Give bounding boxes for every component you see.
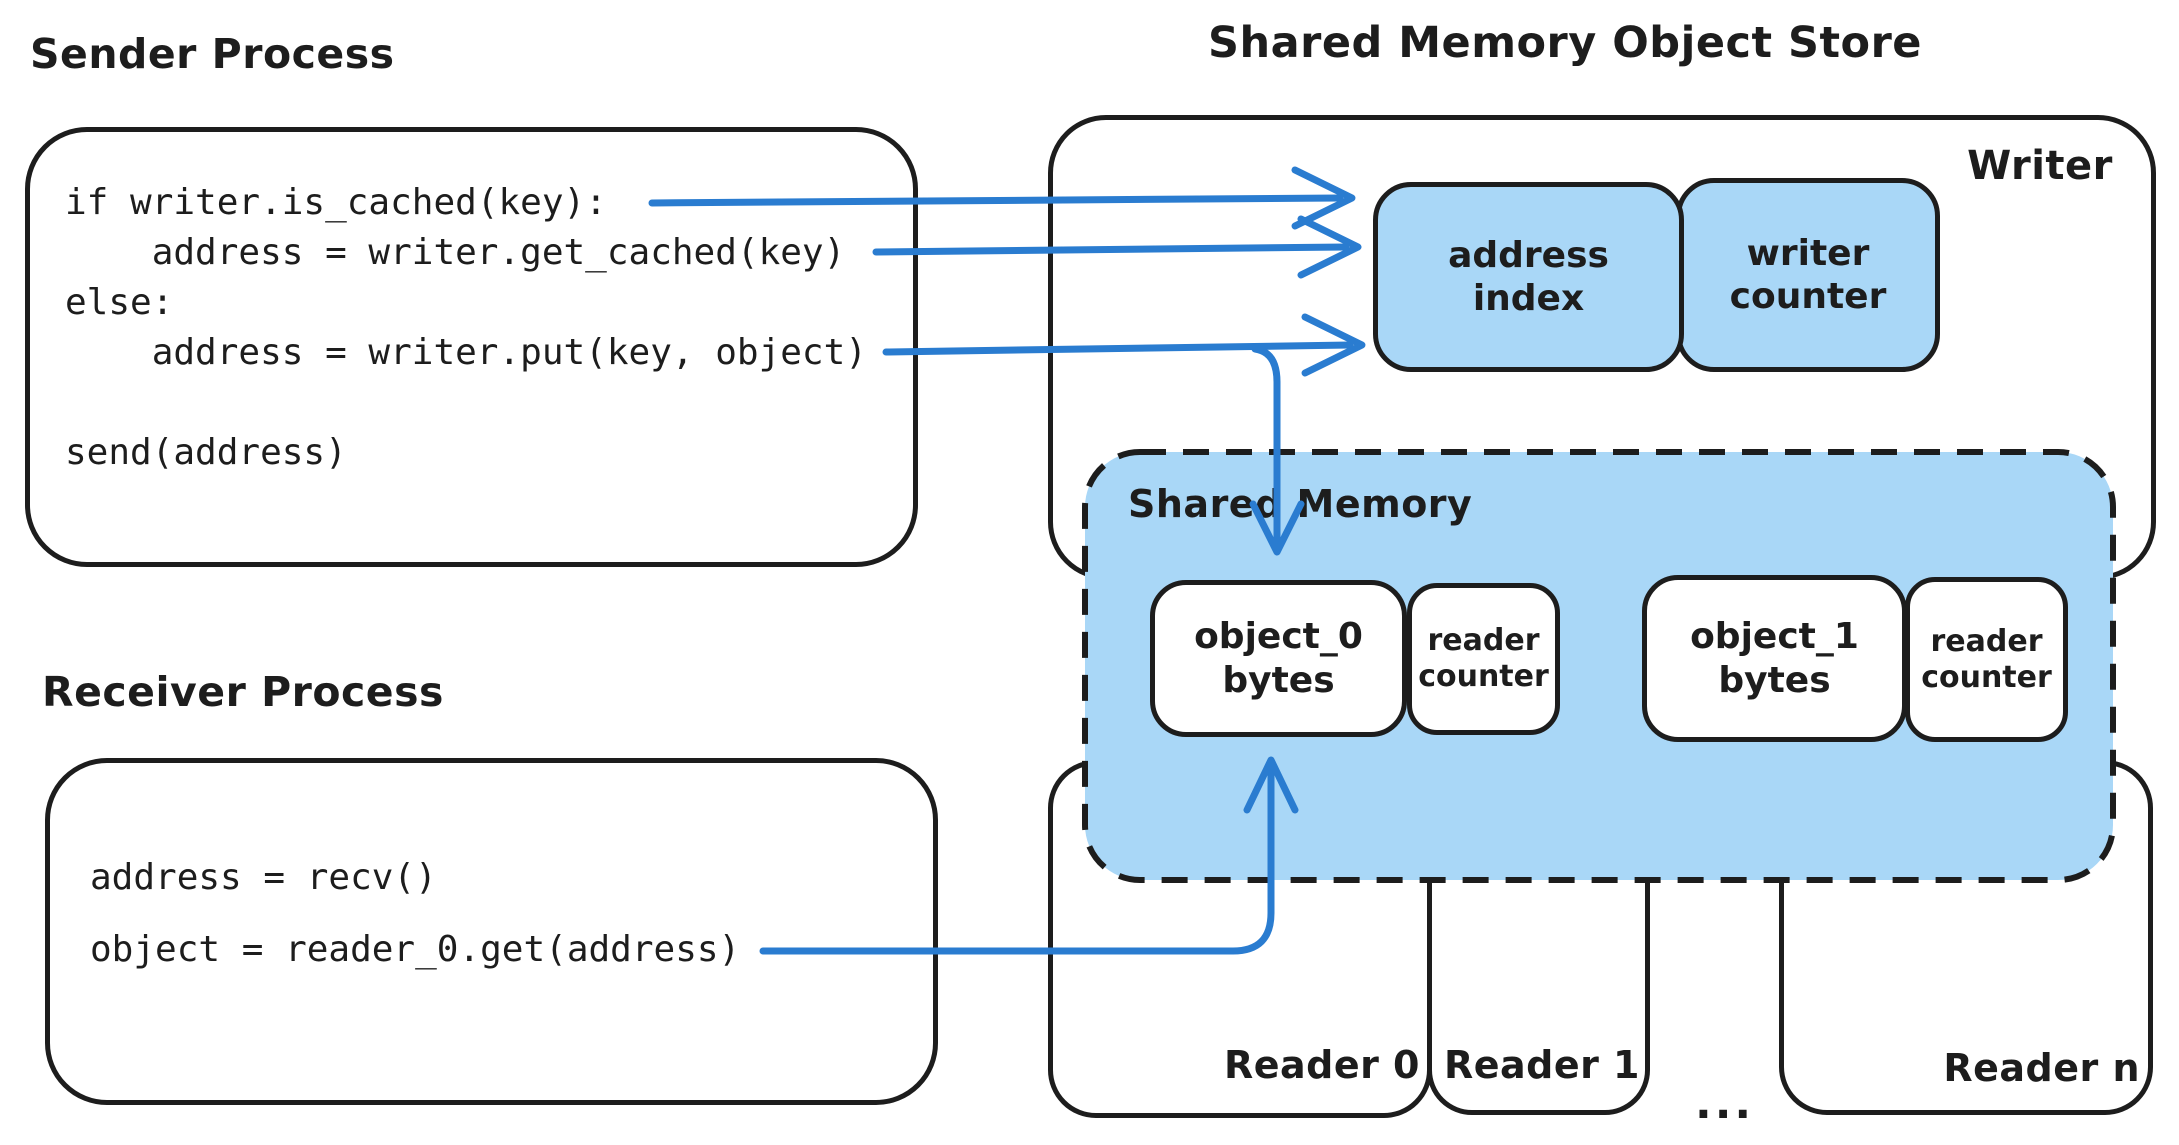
reader-counter-1-cell: reader counter <box>1905 577 2068 742</box>
reader-counter-1-line2: counter <box>1921 659 2052 695</box>
object-1-cell: object_1 bytes <box>1642 575 1907 742</box>
object-1-line2: bytes <box>1718 659 1831 701</box>
arrow-get-cached-to-index <box>872 215 1362 279</box>
object-1-line1: object_1 <box>1690 616 1859 658</box>
reader-counter-1-line1: reader <box>1930 623 2043 659</box>
readers-ellipsis: ... <box>1695 1078 1755 1129</box>
object-0-line2: bytes <box>1222 659 1335 701</box>
reader-n-label: Reader n <box>1943 1046 2140 1090</box>
sender-process-title: Sender Process <box>30 30 395 78</box>
writer-label: Writer <box>1967 143 2113 189</box>
address-index-line1: address <box>1448 234 1609 276</box>
arrow-is-cached-to-index <box>648 166 1356 230</box>
reader-0-label: Reader 0 <box>1223 1043 1420 1087</box>
arrow-put-branch-to-object0 <box>1249 345 1305 556</box>
writer-counter-line2: counter <box>1729 276 1887 317</box>
reader-counter-0-line2: counter <box>1418 659 1549 694</box>
sender-code: if writer.is_cached(key): address = writ… <box>65 182 867 473</box>
arrow-put-to-index <box>882 313 1366 377</box>
reader-counter-0-cell: reader counter <box>1407 583 1560 735</box>
arrow-get-to-object0 <box>759 756 1299 955</box>
receiver-process-box <box>45 758 938 1105</box>
object-0-cell: object_0 bytes <box>1150 580 1407 737</box>
shared-memory-dashed-box <box>1082 449 2116 883</box>
receiver-code-line-recv: address = recv() <box>90 857 437 898</box>
reader-counter-0-line1: reader <box>1427 623 1540 658</box>
receiver-process-title: Receiver Process <box>42 668 444 716</box>
address-index-line2: index <box>1472 278 1585 319</box>
address-index-cell: address index <box>1373 182 1684 372</box>
store-title: Shared Memory Object Store <box>1208 18 1922 68</box>
writer-counter-line1: writer <box>1746 232 1870 274</box>
writer-counter-cell: writer counter <box>1676 178 1940 372</box>
reader-1-label: Reader 1 <box>1443 1043 1640 1087</box>
receiver-code-line-get: object = reader_0.get(address) <box>90 929 741 970</box>
object-0-line1: object_0 <box>1194 616 1363 658</box>
